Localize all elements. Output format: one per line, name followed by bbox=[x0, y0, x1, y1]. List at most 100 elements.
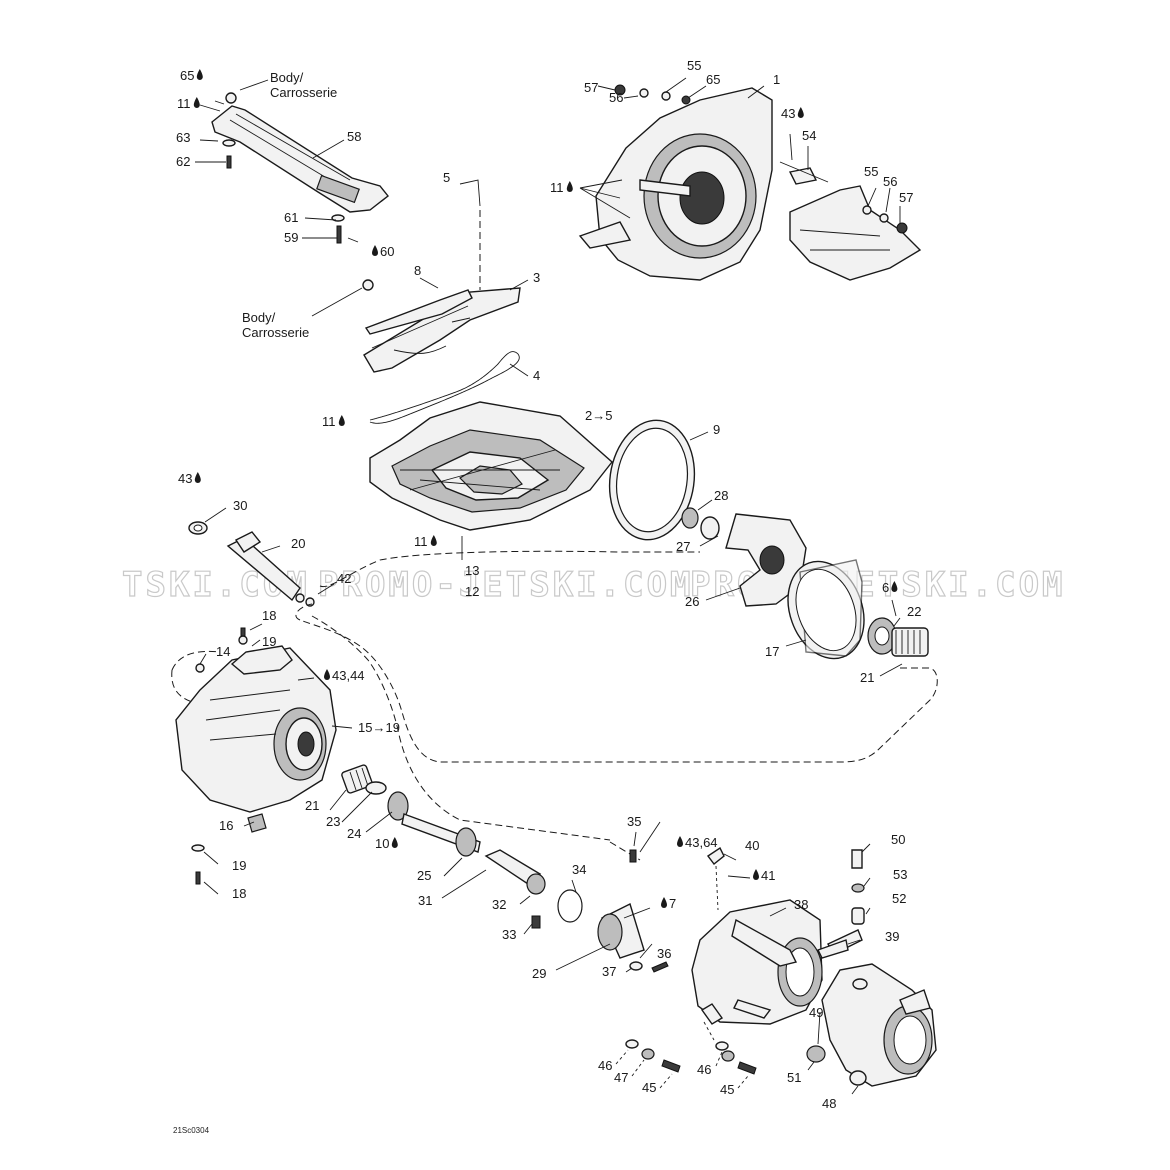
part-number: 11 bbox=[414, 534, 428, 549]
part-label: 42 bbox=[337, 571, 351, 586]
part-number: 2→5 bbox=[585, 408, 612, 423]
hardware-bottom bbox=[615, 1021, 757, 1089]
part-label: 43 bbox=[781, 106, 804, 121]
part-label: 17 bbox=[765, 644, 779, 659]
nozzle-cone-part bbox=[555, 821, 669, 973]
part-number: 65 bbox=[180, 68, 194, 83]
part-label: 9 bbox=[713, 422, 720, 437]
part-label: 62 bbox=[176, 154, 190, 169]
impeller-shaft-part bbox=[401, 813, 583, 935]
jet-pump-body-part bbox=[175, 623, 353, 895]
part-number: 10 bbox=[375, 836, 389, 851]
hull-fragment-part bbox=[789, 185, 922, 281]
part-label: 48 bbox=[822, 1096, 836, 1111]
part-label: 26 bbox=[685, 594, 699, 609]
part-label: 38 bbox=[794, 897, 808, 912]
part-number: 43 bbox=[178, 471, 192, 486]
part-number: 56 bbox=[609, 90, 623, 105]
part-label: 51 bbox=[787, 1070, 801, 1085]
part-label: 49 bbox=[809, 1005, 823, 1020]
part-number: 20 bbox=[291, 536, 305, 551]
part-label: 18 bbox=[232, 886, 246, 901]
leader-lines-topright bbox=[579, 77, 901, 224]
part-label: 43,44 bbox=[324, 668, 365, 683]
part-number: 11 bbox=[550, 180, 564, 195]
part-number: 29 bbox=[532, 966, 546, 981]
part-label: 18 bbox=[262, 608, 276, 623]
part-label: 27 bbox=[676, 539, 690, 554]
part-label: 32 bbox=[492, 897, 506, 912]
part-label: 2→5 bbox=[585, 408, 612, 423]
part-number: 26 bbox=[685, 594, 699, 609]
part-number: 35 bbox=[627, 814, 641, 829]
part-number: 8 bbox=[414, 263, 421, 278]
part-number: 47 bbox=[614, 1070, 628, 1085]
ride-plate-part bbox=[363, 287, 521, 424]
part-label: 11 bbox=[177, 96, 200, 111]
part-number: 19 bbox=[232, 858, 246, 873]
part-label: 19 bbox=[262, 634, 276, 649]
part-number: 12 bbox=[465, 584, 479, 599]
part-label: 22 bbox=[907, 604, 921, 619]
part-number: 22 bbox=[907, 604, 921, 619]
lubricant-drop-icon bbox=[430, 535, 437, 546]
part-label: 25 bbox=[417, 868, 431, 883]
part-label: 29 bbox=[532, 966, 546, 981]
part-label: 39 bbox=[885, 929, 899, 944]
part-number: 3 bbox=[533, 270, 540, 285]
drawing-code: 21Sc0304 bbox=[173, 1126, 210, 1135]
part-label: 36 bbox=[657, 946, 671, 961]
part-label: 50 bbox=[891, 832, 905, 847]
part-label: 61 bbox=[284, 210, 298, 225]
leader-lines-topleft bbox=[195, 79, 481, 243]
part-label: 19 bbox=[232, 858, 246, 873]
part-number: 48 bbox=[822, 1096, 836, 1111]
part-label: 57 bbox=[899, 190, 913, 205]
part-number: 4 bbox=[533, 368, 540, 383]
part-number: 36 bbox=[657, 946, 671, 961]
part-label: 14 bbox=[216, 644, 230, 659]
part-number: 18 bbox=[262, 608, 276, 623]
lubricant-drop-icon bbox=[661, 897, 667, 908]
part-label: 30 bbox=[233, 498, 247, 513]
part-number: 51 bbox=[787, 1070, 801, 1085]
lubricant-drop-icon bbox=[797, 107, 804, 119]
part-number: 46 bbox=[598, 1058, 612, 1073]
part-number: 11 bbox=[322, 414, 336, 429]
watermark-center: PROMO-JETSKI.COM bbox=[318, 565, 694, 605]
part-number: 5 bbox=[443, 170, 450, 185]
part-number: 49 bbox=[809, 1005, 823, 1020]
part-number: 25 bbox=[417, 868, 431, 883]
lubricant-drop-icon bbox=[194, 472, 201, 483]
part-label: 23 bbox=[326, 814, 340, 829]
lubricant-drop-icon bbox=[391, 837, 398, 849]
part-number: 9 bbox=[713, 422, 720, 437]
intake-housing-part bbox=[369, 401, 613, 560]
venturi-nozzle-part bbox=[691, 846, 823, 1025]
part-number: 43,44 bbox=[332, 668, 365, 683]
part-number: 7 bbox=[669, 896, 676, 911]
impeller-part bbox=[705, 513, 807, 607]
part-number: 1 bbox=[773, 72, 780, 87]
part-label: 21 bbox=[860, 670, 874, 685]
part-label: 4 bbox=[533, 368, 540, 383]
part-label: 33 bbox=[502, 927, 516, 942]
part-number: 40 bbox=[745, 838, 759, 853]
part-label: 54 bbox=[802, 128, 816, 143]
part-number: 61 bbox=[284, 210, 298, 225]
part-label: 12 bbox=[465, 584, 479, 599]
part-label: 46 bbox=[598, 1058, 612, 1073]
part-label: 55 bbox=[864, 164, 878, 179]
part-label: 10 bbox=[375, 836, 398, 851]
part-label: 20 bbox=[291, 536, 305, 551]
part-number: 38 bbox=[794, 897, 808, 912]
lubricant-drop-icon bbox=[372, 245, 378, 256]
lubricant-drop-icon bbox=[753, 869, 759, 880]
wear-ring-sleeve-part bbox=[785, 559, 865, 660]
part-label: 40 bbox=[745, 838, 759, 853]
body-label-top-line1: Body/ bbox=[270, 70, 304, 85]
part-number: 65 bbox=[706, 72, 720, 87]
part-number: 21 bbox=[305, 798, 319, 813]
part-label: 43,64 bbox=[677, 835, 718, 850]
part-label: 13 bbox=[465, 563, 479, 578]
